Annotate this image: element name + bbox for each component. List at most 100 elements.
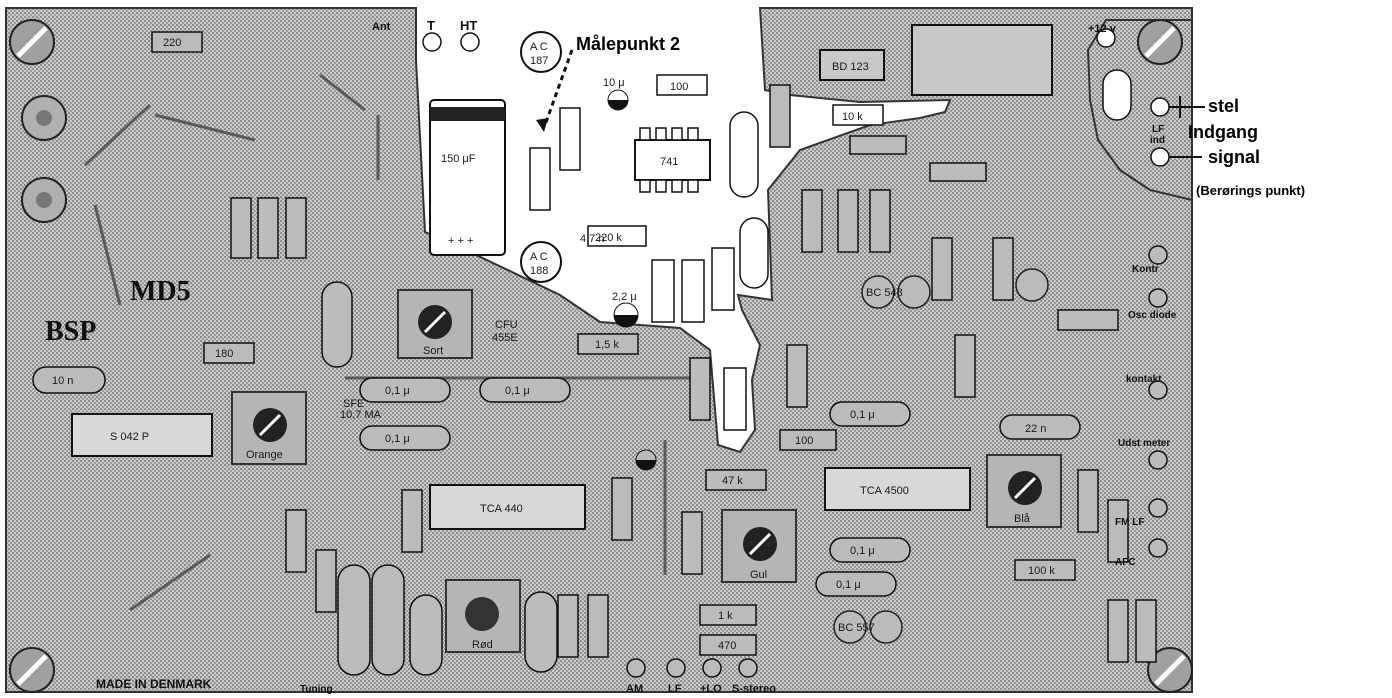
resistor-1-5-a (559, 107, 581, 171)
resistor-1-5-b (529, 147, 551, 211)
ic-s042p-label: S 042 P (110, 431, 149, 443)
trimmer-bla-icon (986, 454, 1062, 528)
pad-am-icon (626, 658, 646, 678)
cfu-label: CFU (495, 319, 518, 331)
cap-22n-label: 22 n (1025, 423, 1046, 435)
capacitors (32, 69, 1132, 676)
ac187-label-b: 187 (530, 55, 548, 67)
resistor-47-mid (929, 162, 987, 182)
cap-0-1u-d (829, 401, 911, 427)
ic-tca440-icon (429, 484, 586, 530)
mounting-hole-br-icon (1147, 647, 1193, 693)
resistor-1-5k-label: 1,5 k (595, 339, 619, 351)
trimmer-rod-label: Rød (472, 639, 493, 651)
resistor-220k (587, 225, 647, 247)
cap-0-1u-b (479, 377, 571, 403)
resistor-22k (681, 259, 705, 323)
resistor-vert-5 (931, 237, 953, 301)
cap-4-7n-b (739, 217, 769, 289)
ac187-label-a: A C (530, 41, 548, 53)
cap-mid-c (409, 594, 443, 676)
resistor-47k-label: 47 k (722, 475, 743, 487)
bc548-label: BC 548 (866, 287, 903, 299)
resistor-220-label: 220 (163, 37, 181, 49)
ac188-label-a: A C (530, 251, 548, 263)
annotation-leaders (1169, 96, 1205, 158)
cap-0-1u-a-label: 0,1 μ (385, 385, 410, 397)
transistors (520, 31, 1049, 644)
resistor-47k-right (1057, 309, 1119, 331)
mounting-holes (9, 19, 1193, 693)
resistor-vert-7 (786, 344, 808, 408)
pad-HT-label: HT (460, 18, 477, 33)
resistor-vert-6 (992, 237, 1014, 301)
resistor-vert-9 (1077, 469, 1099, 533)
cap-0-1u-c (359, 425, 451, 451)
cap-0-1u-c-label: 0,1 μ (385, 433, 410, 445)
lf-bottom-label: LF (668, 683, 682, 695)
resistor-2-7k (723, 367, 747, 431)
resistors (151, 31, 1157, 663)
resistor-2-7k-b (689, 357, 711, 421)
trimmers (231, 289, 1062, 653)
measure-point-label: Målepunkt 2 (576, 34, 680, 54)
resistor-vert-14 (315, 549, 337, 613)
annotations: Målepunkt 2 stel Indgang signal (Berørin… (576, 34, 1305, 198)
cap-0-1u-a (359, 377, 451, 403)
kontr-label: Kontr (1132, 264, 1159, 275)
ic-top-right-icon (911, 24, 1053, 96)
pad-udst-icon (1148, 450, 1168, 470)
transistor-bc548c-icon (1015, 268, 1049, 302)
input-label: Indgang (1188, 122, 1258, 142)
pad-afc-icon (1148, 538, 1168, 558)
resistor-vert-1 (769, 84, 791, 148)
ic-s042p-icon (71, 413, 213, 457)
resistor-100k (257, 197, 279, 259)
resistor-100b (779, 429, 837, 451)
cap-22n (999, 414, 1081, 440)
resistor-1-5k (577, 333, 639, 355)
mounting-hole-tl-icon (9, 19, 55, 65)
silkscreen-labels: MD5 BSP MADE IN DENMARK T HT Ant +12 v L… (45, 18, 1177, 695)
pad-HT-icon (460, 32, 480, 52)
resistor-100k-right-label: 100 k (1028, 565, 1055, 577)
pad-signal-icon (1150, 147, 1170, 167)
cap-10n-a (32, 366, 106, 394)
resistor-vert-11 (1107, 599, 1129, 663)
pad-lf-icon (666, 658, 686, 678)
trimmer-gul-label: Gul (750, 569, 767, 581)
ic-tca4500-label: TCA 4500 (860, 485, 909, 497)
resistor-220k-label: 220 k (595, 232, 622, 244)
trimmer-gul-icon (721, 509, 797, 583)
cap-10n-label: 10 n (52, 375, 73, 387)
pad-plus12v-icon (1096, 28, 1116, 48)
resistor-10k-label: 10 k (842, 111, 863, 123)
lo-label: +LO (700, 683, 722, 695)
ic-741-label: 741 (660, 156, 678, 168)
cap-150uF-label: 150 μF (441, 153, 476, 165)
resistor-470-bottom (699, 634, 757, 656)
cap-0-1u-f-label: 0,1 μ (836, 579, 861, 591)
mounting-hole-l1-icon (21, 95, 67, 141)
resistor-6-8k (711, 247, 735, 311)
made-in-label: MADE IN DENMARK (96, 677, 212, 691)
pad-stel-icon (1150, 97, 1170, 117)
cap-0-1u-f (815, 571, 897, 597)
trimmer-bla-label: Blå (1014, 513, 1031, 525)
resistor-100b-label: 100 (795, 435, 813, 447)
bc557-label: BC 557 (838, 622, 875, 634)
resistor-100-label: 100 (670, 81, 688, 93)
resistor-100k-right (1014, 559, 1076, 581)
pad-T-icon (422, 32, 442, 52)
resistor-vert-19 (681, 511, 703, 575)
bd-label: BD 123 (832, 61, 869, 73)
electrolytics (607, 89, 657, 471)
cap-0-1u-b-label: 0,1 μ (505, 385, 530, 397)
resistor-1k-bottom (699, 604, 757, 626)
cap-1n-tr (1102, 69, 1132, 121)
resistor-vert-4 (869, 189, 891, 253)
cap-2-2u-label: 2,2 μ (612, 291, 637, 303)
resistor-vert-16 (557, 594, 579, 658)
trimmer-sort-label: Sort (423, 345, 443, 357)
